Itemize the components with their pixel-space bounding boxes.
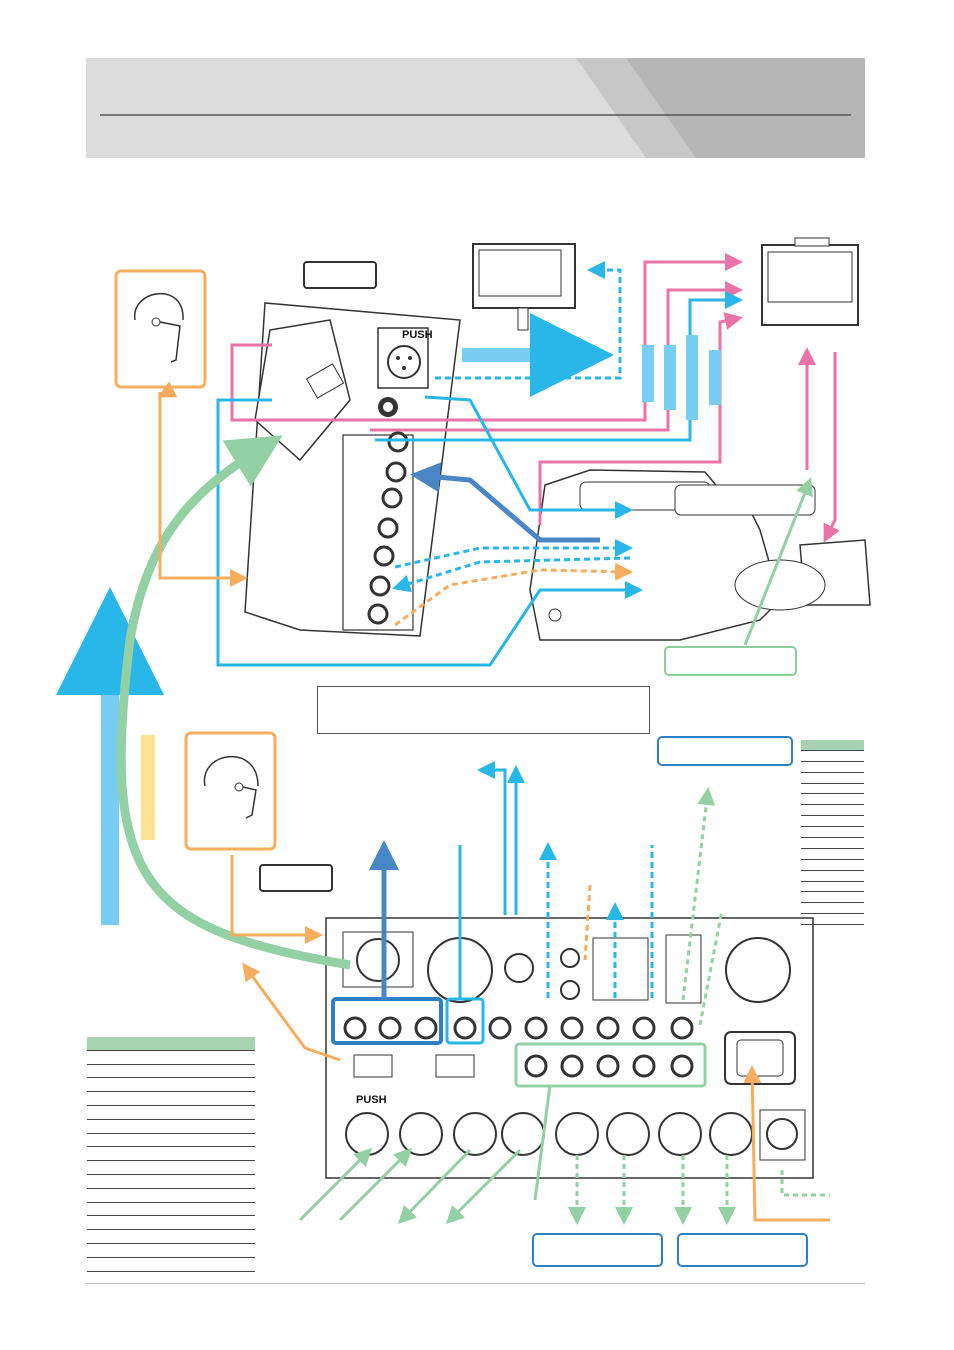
- table-header-row: [87, 1037, 255, 1051]
- table-row: [801, 891, 864, 904]
- header-banner: [86, 58, 865, 158]
- table-row: [801, 815, 864, 828]
- table-row: [87, 1174, 255, 1189]
- ac-inlet-icon: [724, 1031, 796, 1085]
- table-row: [87, 1091, 255, 1106]
- table-row: [87, 1119, 255, 1134]
- table-row: [801, 881, 864, 893]
- label-box-blue: [677, 1233, 808, 1267]
- table-row: [87, 1105, 255, 1120]
- signal-lines-green-dashed: [568, 787, 830, 1225]
- table-row: [87, 1146, 255, 1162]
- table-row: [87, 1229, 255, 1244]
- push-label: PUSH: [356, 1094, 387, 1106]
- signal-lines-green: [298, 1084, 552, 1225]
- table-row: [801, 859, 864, 871]
- pin-table-right: [801, 740, 864, 926]
- table-row: [801, 848, 864, 860]
- connector-group-highlight: [445, 997, 485, 1045]
- table-header-row: [801, 740, 864, 751]
- table-row: [801, 793, 864, 806]
- label-box-green: [664, 646, 797, 676]
- table-row: [87, 1243, 255, 1258]
- table-row: [87, 1188, 255, 1203]
- table-row: [87, 1257, 255, 1272]
- d-sub-connector-icon: [353, 934, 702, 1078]
- ccu-rear-panel-icon: PUSH: [325, 917, 814, 1179]
- monitor-icon: [761, 237, 859, 326]
- bnc-connector-icon: [367, 431, 409, 625]
- xlr-connector-icon: [345, 1109, 806, 1161]
- table-row: [87, 1064, 255, 1079]
- footer-rule: [86, 1283, 865, 1284]
- table-row: [87, 1133, 255, 1148]
- signal-lines-orange-dashed: [394, 562, 633, 961]
- xlr-connector-icon: [342, 931, 414, 988]
- bnc-connector-icon: [343, 1016, 694, 1078]
- table-row: [801, 772, 864, 784]
- headset-icon: [184, 731, 277, 851]
- table-row: [801, 913, 864, 926]
- label-box-blue: [657, 736, 793, 766]
- table-row: [801, 804, 864, 817]
- label-box-blue: [532, 1233, 663, 1267]
- ccu-label-box: [259, 864, 333, 892]
- arrow-dark-blue: [410, 462, 600, 543]
- header-stripe-dark: [626, 58, 865, 158]
- signal-lines-pink: [230, 253, 840, 543]
- push-label: PUSH: [402, 329, 433, 341]
- note-box: [317, 686, 650, 734]
- table-row: [87, 1050, 255, 1065]
- table-row: [801, 783, 864, 795]
- table-row: [87, 1202, 255, 1217]
- monitor-icon: [472, 243, 576, 331]
- table-row: [801, 750, 864, 762]
- signal-lines-blue: [216, 291, 743, 998]
- table-row: [801, 826, 864, 839]
- table-row: [87, 1160, 255, 1175]
- camera-adapter-icon: PUSH: [244, 302, 461, 637]
- table-row: [801, 902, 864, 915]
- video-camera-icon: [529, 469, 871, 641]
- signal-lines-blue-dashed: [392, 261, 654, 998]
- table-row: [801, 870, 864, 882]
- headset-icon: [114, 269, 207, 389]
- connector-group-highlight: [331, 997, 443, 1045]
- pin-table-left: [87, 1037, 255, 1272]
- orange-arrow-head: [157, 381, 178, 398]
- table-row: [801, 837, 864, 849]
- table-row: [87, 1077, 255, 1093]
- thick-arrow-green: [116, 435, 351, 970]
- table-row: [87, 1215, 255, 1231]
- camera-adapter-label-box: [303, 261, 377, 289]
- signal-line-green: [743, 477, 813, 646]
- table-row: [801, 761, 864, 773]
- signal-lines-orange: [158, 392, 830, 1222]
- connector-group-highlight: [514, 1042, 707, 1088]
